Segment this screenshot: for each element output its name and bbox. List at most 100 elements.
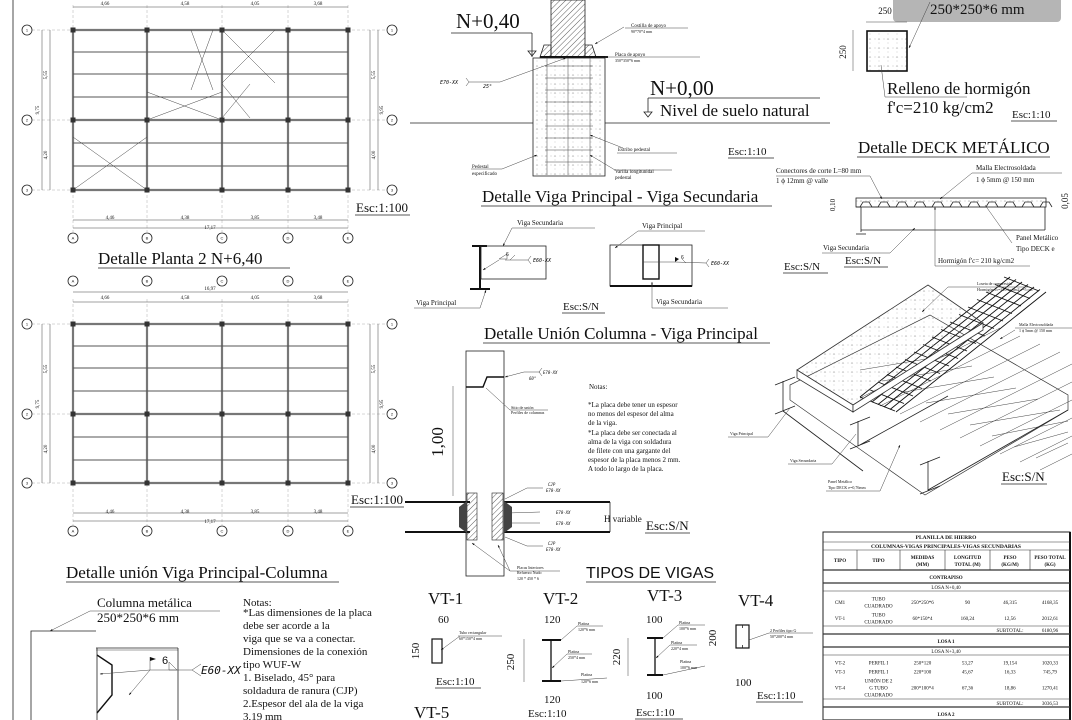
cell-weight: 18,86 xyxy=(1004,687,1016,692)
iso-panel-label: Panel Metálico xyxy=(828,479,852,484)
cell-length: 90 xyxy=(965,601,971,606)
column-marker xyxy=(285,187,291,193)
vt2-flange-top-dims: 120*6 mm xyxy=(578,627,596,632)
column-marker xyxy=(219,321,225,327)
table-header: MEDIDAS xyxy=(911,556,935,561)
column-label: Columna metálica xyxy=(97,595,192,610)
weld-size: 6 xyxy=(162,655,168,667)
ground-label: Nivel de suelo natural xyxy=(660,101,810,120)
mesh-label: Malla Electrosoldada xyxy=(976,164,1037,172)
note-line: de la viga. xyxy=(588,419,617,427)
note-line: soldadura de ranura (CJP) xyxy=(243,685,358,697)
column-joint-scale: Esc:S/N xyxy=(646,518,689,533)
table-subtitle: COLUMNAS-VIGAS PRINCIPALES-VIGAS SECUNDA… xyxy=(871,544,1021,550)
vt2-flange-bot-label: Platina xyxy=(581,672,592,677)
plan-2-scale: Esc:1:100 xyxy=(351,492,403,507)
note-line: 2.Espesor del ala de la viga xyxy=(243,698,363,710)
axis-label: C xyxy=(221,529,224,534)
axis-label: 1 xyxy=(26,322,29,327)
vt2-flange-top-label: Platina xyxy=(578,621,589,626)
column-marker xyxy=(144,321,150,327)
deck-rib xyxy=(919,351,1061,423)
axis-label: E xyxy=(347,529,350,534)
connectors-label: Conectores de corte L=80 mm xyxy=(776,167,862,175)
weld-symbol: E70-XX xyxy=(556,510,571,515)
cell-profile: UNIÓN DE 2 xyxy=(865,679,893,685)
vt3-bottom-width: 100 xyxy=(646,690,663,702)
deck-concrete-label: Hormigón f'c= 210 kg/cm2 xyxy=(938,257,1015,265)
note-line: no menos del espesor del alma xyxy=(588,410,675,418)
axis-label: 3 xyxy=(391,188,394,193)
column-dims: 250*250*6 mm xyxy=(930,2,1025,18)
joint-height: 1,00 xyxy=(428,427,447,457)
mesh-spec: 1 ϕ 5mm @ 150 mm xyxy=(976,176,1035,184)
note-line: alma de la viga con soldadura xyxy=(588,438,672,446)
axis-label: 3 xyxy=(26,481,29,486)
column-marker xyxy=(285,411,291,417)
note-line: viga que se va a conectar. xyxy=(243,633,356,645)
vt1-name: VT-1 xyxy=(428,589,463,608)
axis-label: 3 xyxy=(26,188,29,193)
right-dim: 5,55 xyxy=(372,70,377,79)
axis-label: A xyxy=(72,236,75,241)
cell-tipo: CM1 xyxy=(835,601,846,606)
vt4-height: 200 xyxy=(707,629,719,646)
right-dim: 4,00 xyxy=(372,150,377,159)
axis-label: 2 xyxy=(391,412,394,417)
mesh-bar xyxy=(889,289,1041,410)
left-total-dim: 9,75 xyxy=(36,105,41,114)
column-marker xyxy=(219,187,225,193)
plates-label: Placas Interiores xyxy=(517,565,544,570)
bottom-total-dim: 17,17 xyxy=(204,520,216,525)
cell-profile: TUBO xyxy=(872,598,886,603)
column-marker xyxy=(70,480,76,486)
cell-weight: 19,154 xyxy=(1003,662,1017,667)
top-dim: 4,05 xyxy=(251,296,260,301)
opening-diagonal xyxy=(221,29,276,84)
subtotal-value: 6180,96 xyxy=(1042,629,1059,634)
column-marker xyxy=(285,480,291,486)
column-marker xyxy=(70,321,76,327)
cell-dims: 220*100 xyxy=(914,671,932,676)
column-marker xyxy=(345,27,351,33)
deck-rib xyxy=(1035,442,1069,459)
beam-joint-title: Detalle Viga Principal - Viga Secundaria xyxy=(482,187,759,206)
column-marker xyxy=(285,117,291,123)
iso-principal-label: Viga Principal xyxy=(730,431,754,436)
top-dim: 3,68 xyxy=(314,296,323,301)
axis-bubble xyxy=(216,275,228,287)
vt2-scale: Esc:1:10 xyxy=(528,708,567,720)
deck-rib xyxy=(899,343,1041,415)
column-marker xyxy=(144,411,150,417)
deck-rib xyxy=(939,363,1072,431)
axis-label: E xyxy=(347,236,350,241)
cell-total: 745,79 xyxy=(1043,671,1057,676)
note-line: 3,19 mm xyxy=(243,711,283,720)
axis-bubble xyxy=(141,232,153,244)
subtotal-label: SUBTOTAL: xyxy=(996,629,1023,634)
axis-bubble xyxy=(282,232,294,244)
top-total-dim: 16,97 xyxy=(204,287,216,292)
column-scale: Esc:1:10 xyxy=(1012,109,1051,121)
column-joint-title: Detalle Unión Columna - Viga Principal xyxy=(484,324,758,343)
beam-column-connection-detail: Detalle unión Viga Principal-Columna Col… xyxy=(30,563,372,720)
bottom-dim: 3,85 xyxy=(251,510,260,515)
weld-symbol: E60-XX xyxy=(533,258,552,264)
bottom-total-dim: 17,17 xyxy=(204,226,216,231)
axis-bubble xyxy=(342,232,354,244)
note-line: A todo lo largo de la placa. xyxy=(588,465,664,473)
weld-symbol: E70-XX xyxy=(546,488,561,493)
axis-bubble xyxy=(141,525,153,537)
table-header: (KG/M) xyxy=(1001,563,1019,568)
bottom-dim: 4,38 xyxy=(181,216,190,221)
left-dim: 5,55 xyxy=(44,364,49,373)
vt1-dims: 60*150*4 mm xyxy=(459,636,483,641)
note-line: espesor de la placa menos 2 mm. xyxy=(588,456,681,464)
primary-beam xyxy=(774,376,864,472)
vt2-bottom-width: 120 xyxy=(544,694,561,706)
deck-panel-type: Tipo DECK e xyxy=(1016,245,1055,253)
axis-bubble xyxy=(21,318,33,330)
opening-diagonal xyxy=(72,136,148,191)
axis-bubble xyxy=(216,232,228,244)
top-dim: 4,66 xyxy=(101,296,110,301)
